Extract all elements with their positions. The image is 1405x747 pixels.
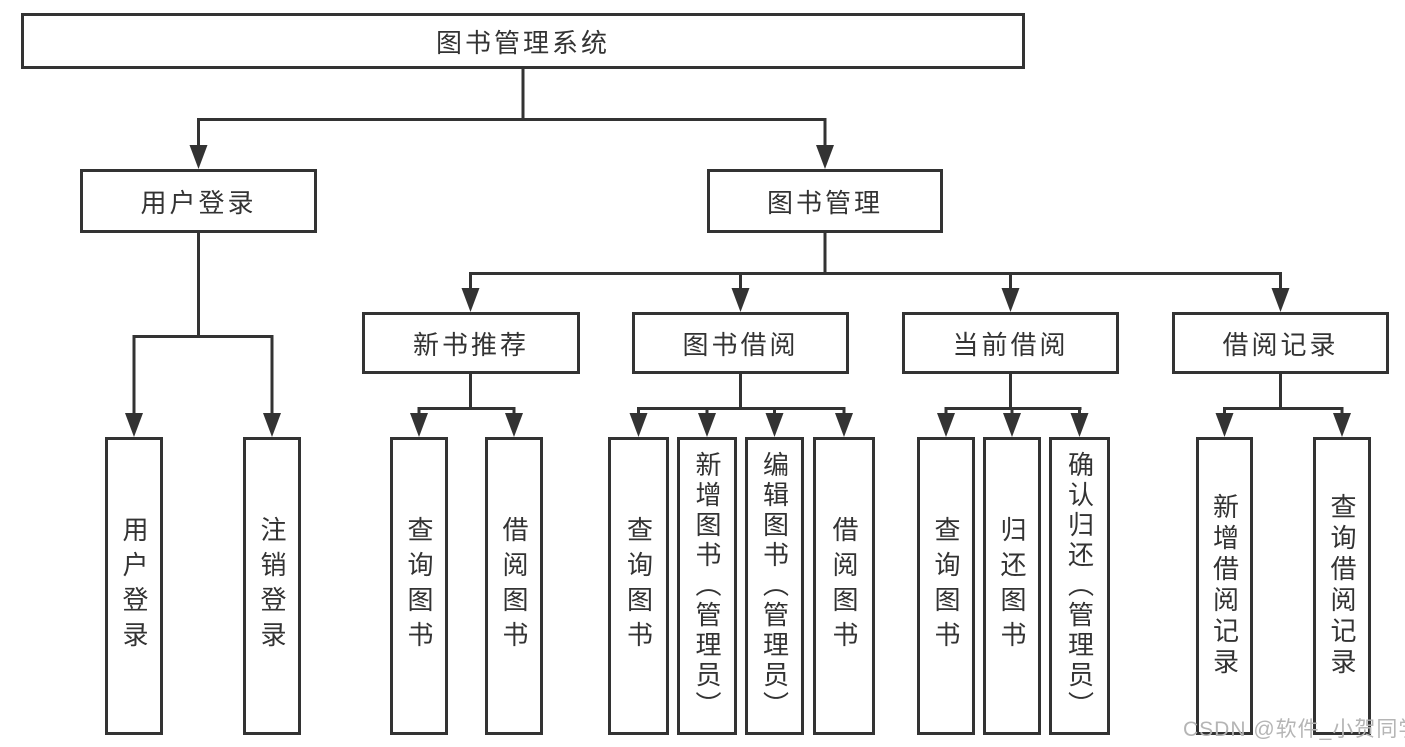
node-library-management-system: 图书管理系统	[21, 13, 1025, 69]
leaf-label: 确认归还（管理员）	[1064, 451, 1095, 721]
leaf-label: 借阅图书	[499, 516, 529, 656]
arrowhead	[1215, 413, 1234, 437]
arrowheads-level3	[461, 288, 1290, 312]
arrowheads-level2	[189, 145, 834, 169]
node-label: 借阅记录	[1222, 329, 1339, 360]
arrowhead	[937, 413, 955, 437]
node-new-book-recommend: 新书推荐	[362, 312, 580, 374]
leaf-logout-login: 注销登录	[243, 437, 301, 735]
leaf-return-books: 归还图书	[983, 437, 1041, 735]
arrowhead	[629, 413, 648, 437]
node-current-borrow: 当前借阅	[902, 312, 1119, 374]
leaf-label: 查询图书	[623, 516, 654, 656]
leaf-query-books-borrow: 查询图书	[608, 437, 669, 735]
arrowhead	[1003, 413, 1021, 437]
connector-current-to-leaves	[944, 374, 1082, 416]
arrowheads-recommend-leaves	[410, 413, 523, 437]
arrowhead	[125, 413, 143, 437]
leaf-label: 注销登录	[257, 516, 287, 656]
arrowhead	[1070, 413, 1089, 437]
node-label: 当前借阅	[952, 329, 1069, 360]
arrowheads-current-leaves	[937, 413, 1089, 437]
node-book-borrow: 图书借阅	[632, 312, 849, 374]
leaf-label: 用户登录	[119, 516, 149, 656]
leaf-borrow-books: 借阅图书	[813, 437, 875, 735]
leaf-label: 查询图书	[931, 516, 961, 656]
node-label: 图书借阅	[682, 329, 799, 360]
leaf-label: 查询借阅记录	[1327, 493, 1357, 679]
leaf-edit-books-admin: 编辑图书（管理员）	[745, 437, 804, 735]
arrowhead	[1001, 288, 1020, 312]
arrowheads-user-leaves	[125, 413, 281, 437]
leaf-user-login: 用户登录	[105, 437, 163, 735]
leaf-query-borrow-record: 查询借阅记录	[1313, 437, 1371, 735]
arrowhead	[835, 413, 853, 437]
arrowhead	[189, 145, 208, 169]
leaf-label: 新增图书（管理员）	[692, 451, 722, 721]
connector-user-login-to-leaves	[132, 233, 274, 418]
arrowhead	[461, 288, 480, 312]
connector-recommend-to-leaves	[417, 374, 516, 416]
leaf-query-books-current: 查询图书	[917, 437, 975, 735]
arrowhead	[698, 413, 716, 437]
connector-record-to-leaves	[1223, 374, 1344, 416]
leaf-borrow-books-recommend: 借阅图书	[485, 437, 543, 735]
leaf-label: 新增借阅记录	[1209, 493, 1240, 679]
arrowhead	[1271, 288, 1290, 312]
arrowhead	[731, 288, 750, 312]
node-borrow-record: 借阅记录	[1172, 312, 1389, 374]
leaf-query-books-recommend: 查询图书	[390, 437, 448, 735]
leaf-label: 借阅图书	[829, 516, 859, 656]
leaf-add-books-admin: 新增图书（管理员）	[677, 437, 737, 735]
node-label: 用户登录	[140, 187, 257, 218]
arrowhead	[263, 413, 281, 437]
leaf-confirm-return-admin: 确认归还（管理员）	[1049, 437, 1110, 735]
arrowhead	[1333, 413, 1351, 437]
connector-root-to-level2	[197, 69, 827, 150]
arrowhead	[765, 413, 784, 437]
connector-book-management-to-level3	[469, 233, 1282, 292]
arrowhead	[410, 413, 428, 437]
leaf-label: 编辑图书（管理员）	[759, 451, 790, 721]
arrowheads-borrow-leaves	[629, 413, 853, 437]
leaf-label: 查询图书	[404, 516, 434, 656]
connector-borrow-to-leaves	[637, 374, 846, 416]
node-label: 图书管理系统	[435, 27, 610, 58]
leaf-label: 归还图书	[997, 516, 1027, 656]
node-label: 新书推荐	[412, 329, 529, 360]
arrowheads-record-leaves	[1215, 413, 1351, 437]
arrowhead	[816, 145, 834, 169]
node-book-management: 图书管理	[707, 169, 943, 233]
node-label: 图书管理	[766, 187, 883, 218]
node-user-login: 用户登录	[80, 169, 317, 233]
csdn-watermark: CSDN @软件_小贺同学	[1183, 718, 1405, 741]
arrowhead	[505, 413, 523, 437]
leaf-add-borrow-record: 新增借阅记录	[1196, 437, 1253, 735]
